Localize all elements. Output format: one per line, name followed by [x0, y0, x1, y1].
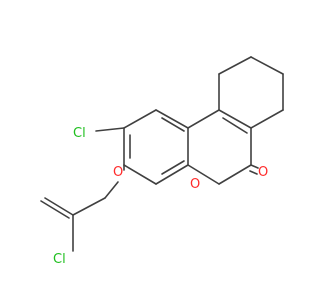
bond-14 [222, 117, 248, 134]
atom-label-cl-ring: Cl [73, 126, 86, 141]
bond-3 [123, 164, 157, 185]
atom-label-o-ether: O [113, 165, 123, 180]
bond-18 [218, 56, 252, 75]
atom-label-cl-allyl: Cl [53, 252, 66, 267]
bond-10 [218, 109, 252, 129]
bond-24 [104, 181, 119, 199]
bond-9 [187, 109, 220, 129]
atom-label-o-lactone: O [190, 177, 200, 192]
bond-22 [95, 127, 125, 132]
bond-21 [250, 109, 284, 129]
structure-canvas: Cl O O O Cl [40, 56, 284, 267]
bond-27 [44, 197, 74, 216]
bond-2 [155, 164, 189, 185]
bond-19 [250, 56, 284, 75]
atom-label-o-carbonyl: O [258, 165, 268, 180]
bond-12 [218, 164, 252, 185]
bond-7 [161, 160, 185, 175]
bond-6 [161, 117, 185, 132]
bond-25 [72, 197, 106, 216]
bond-15 [250, 164, 259, 169]
bond-28 [40, 200, 70, 219]
bond-13 [187, 164, 220, 185]
bond-5 [123, 109, 157, 129]
bond-0 [155, 109, 189, 129]
chemical-structure-diagram: Cl O O O Cl [40, 56, 284, 267]
bond-16 [249, 170, 258, 175]
bond-lines [40, 56, 284, 252]
